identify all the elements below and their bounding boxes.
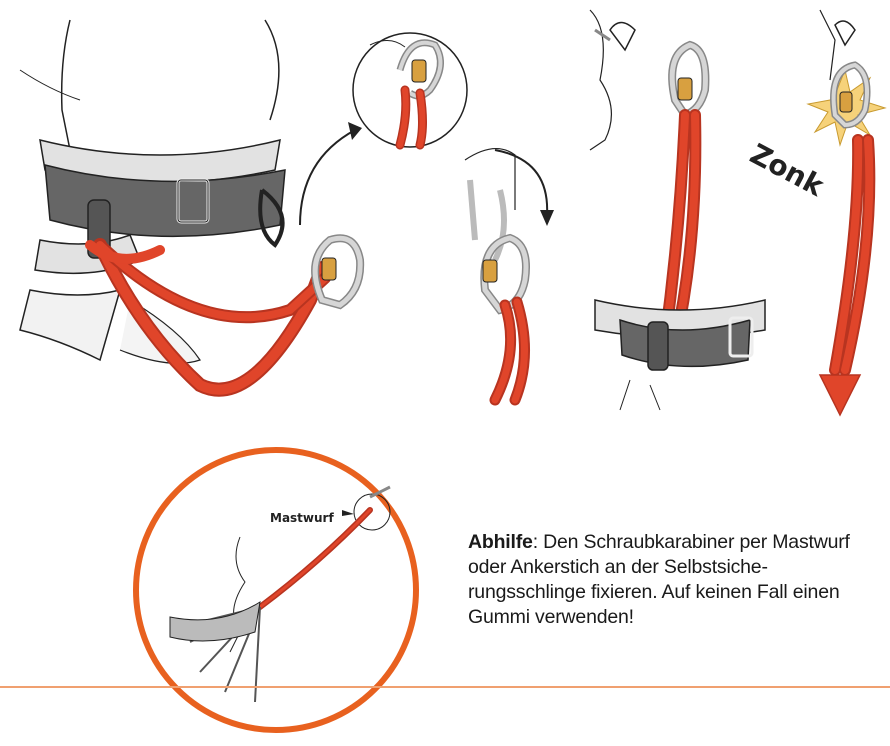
- remedy-paragraph: Abhilfe: Den Schraubkarabiner per Mast­w…: [468, 530, 874, 630]
- remedy-label: Abhilfe: [468, 531, 533, 553]
- carabiner-rotated-illustration: [455, 120, 575, 410]
- knot-label: Mastwurf: [270, 511, 334, 525]
- footer-divider: [0, 686, 890, 688]
- harness-sling-illustration: [0, 0, 380, 420]
- mastwurf-detail-illustration: Mastwurf: [130, 442, 420, 746]
- carabiner-zoom-detail: [350, 15, 470, 165]
- zonk-failure-illustration: Zonk: [740, 0, 890, 420]
- sound-effect-text: Zonk: [745, 137, 831, 203]
